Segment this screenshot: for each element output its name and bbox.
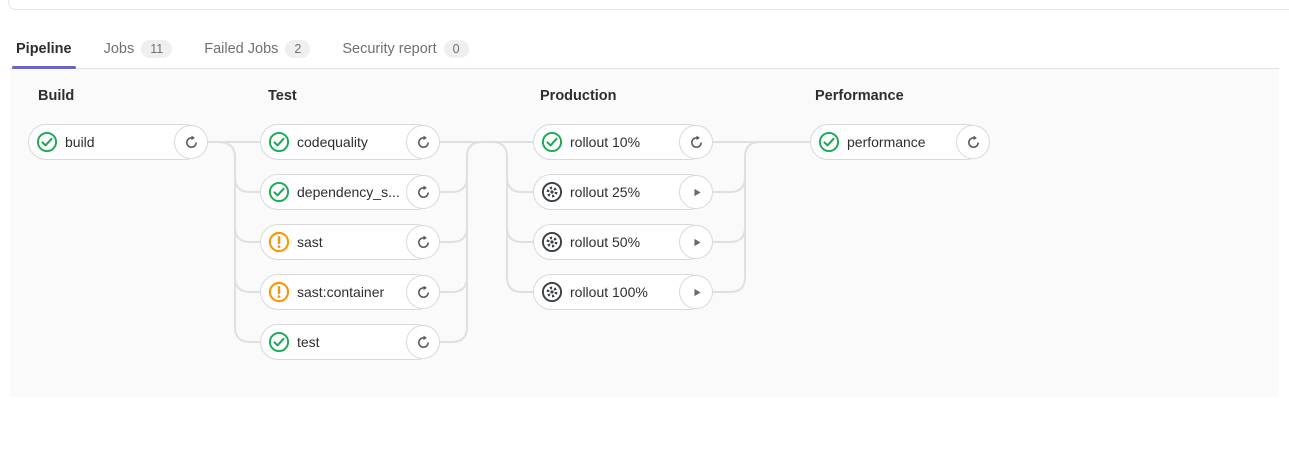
job-rollout-10: rollout 10% bbox=[533, 124, 713, 160]
job-label: rollout 10% bbox=[570, 134, 641, 150]
retry-icon bbox=[416, 135, 431, 150]
stage-header-production: Production bbox=[540, 88, 617, 104]
job-performance: performance bbox=[810, 124, 990, 160]
job-pill[interactable]: performance bbox=[810, 124, 984, 160]
tab-pipeline[interactable]: Pipeline bbox=[12, 30, 76, 69]
retry-icon bbox=[416, 235, 431, 250]
tab-count-badge: 2 bbox=[285, 40, 311, 58]
job-label: build bbox=[65, 134, 95, 150]
job-label: codequality bbox=[297, 134, 368, 150]
retry-icon bbox=[689, 135, 704, 150]
job-pill[interactable]: rollout 25% bbox=[533, 174, 707, 210]
retry-button[interactable] bbox=[406, 175, 440, 209]
tab-security-report[interactable]: Security report 0 bbox=[338, 30, 472, 68]
tab-label: Jobs bbox=[103, 41, 135, 57]
play-icon bbox=[689, 235, 704, 250]
status-warning-icon bbox=[268, 281, 290, 303]
job-label: sast:container bbox=[297, 284, 385, 300]
retry-button[interactable] bbox=[406, 225, 440, 259]
job-label: test bbox=[297, 334, 320, 350]
status-success-icon bbox=[541, 131, 563, 153]
status-success-icon bbox=[36, 131, 58, 153]
status-success-icon bbox=[268, 131, 290, 153]
tab-label: Security report bbox=[342, 41, 437, 57]
tab-count-badge: 0 bbox=[443, 40, 469, 58]
retry-icon bbox=[966, 135, 981, 150]
job-rollout-50: rollout 50% bbox=[533, 224, 713, 260]
status-warning-icon bbox=[268, 231, 290, 253]
tab-jobs[interactable]: Jobs 11 bbox=[100, 30, 177, 68]
job-sast: sast bbox=[260, 224, 440, 260]
retry-button[interactable] bbox=[406, 125, 440, 159]
job-label: rollout 50% bbox=[570, 234, 641, 250]
stage-header-performance: Performance bbox=[815, 88, 904, 104]
job-build: build bbox=[28, 124, 208, 160]
status-success-icon bbox=[268, 331, 290, 353]
job-rollout-100: rollout 100% bbox=[533, 274, 713, 310]
status-manual-icon bbox=[541, 231, 563, 253]
retry-icon bbox=[184, 135, 199, 150]
retry-button[interactable] bbox=[406, 275, 440, 309]
tab-failed-jobs[interactable]: Failed Jobs 2 bbox=[200, 30, 314, 68]
retry-button[interactable] bbox=[174, 125, 208, 159]
retry-icon bbox=[416, 335, 431, 350]
pipeline-graph: Build build Test codequality dependency_s...… bbox=[10, 69, 1279, 397]
job-label: dependency_s... bbox=[297, 184, 400, 200]
play-icon bbox=[689, 185, 704, 200]
job-pill[interactable]: sast:container bbox=[260, 274, 434, 310]
job-pill[interactable]: build bbox=[28, 124, 202, 160]
retry-button[interactable] bbox=[406, 325, 440, 359]
play-icon bbox=[689, 285, 704, 300]
retry-button[interactable] bbox=[956, 125, 990, 159]
status-success-icon bbox=[268, 181, 290, 203]
panel-above-bottom-edge bbox=[8, 0, 1289, 10]
job-label: rollout 100% bbox=[570, 284, 648, 300]
status-manual-icon bbox=[541, 281, 563, 303]
job-label: performance bbox=[847, 134, 926, 150]
stage-header-build: Build bbox=[38, 88, 75, 104]
job-label: sast bbox=[297, 234, 323, 250]
job-sast-container: sast:container bbox=[260, 274, 440, 310]
job-dependency-s: dependency_s... bbox=[260, 174, 440, 210]
status-success-icon bbox=[818, 131, 840, 153]
pipeline-tabbar: Pipeline Jobs 11 Failed Jobs 2 Security repor… bbox=[10, 30, 1279, 69]
job-rollout-25: rollout 25% bbox=[533, 174, 713, 210]
tab-label: Failed Jobs bbox=[204, 41, 279, 57]
job-pill[interactable]: sast bbox=[260, 224, 434, 260]
job-pill[interactable]: rollout 50% bbox=[533, 224, 707, 260]
status-manual-icon bbox=[541, 181, 563, 203]
play-button[interactable] bbox=[679, 275, 713, 309]
play-button[interactable] bbox=[679, 225, 713, 259]
retry-icon bbox=[416, 285, 431, 300]
retry-icon bbox=[416, 185, 431, 200]
job-test: test bbox=[260, 324, 440, 360]
stage-header-test: Test bbox=[268, 88, 297, 104]
retry-button[interactable] bbox=[679, 125, 713, 159]
job-codequality: codequality bbox=[260, 124, 440, 160]
tab-label: Pipeline bbox=[16, 41, 72, 57]
job-pill[interactable]: test bbox=[260, 324, 434, 360]
job-pill[interactable]: dependency_s... bbox=[260, 174, 434, 210]
job-label: rollout 25% bbox=[570, 184, 641, 200]
tab-count-badge: 11 bbox=[141, 40, 173, 58]
play-button[interactable] bbox=[679, 175, 713, 209]
